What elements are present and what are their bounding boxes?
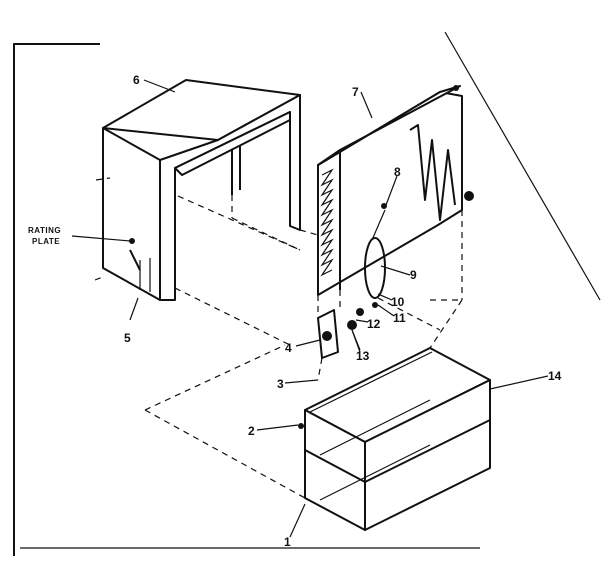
rating-plate-label-line1: RATING	[28, 226, 61, 235]
callout-labels: 6 7 8 9 10 11 12 13 4 3 2 14 1 5 RATING …	[28, 73, 562, 549]
callout-1: 1	[284, 535, 291, 549]
rating-plate-label-line2: PLATE	[32, 237, 60, 246]
callout-8: 8	[394, 165, 401, 179]
alignment-dashes	[94, 177, 463, 499]
coil-fins	[320, 168, 334, 277]
control-parts	[317, 302, 378, 359]
callout-5: 5	[124, 331, 131, 345]
callout-7: 7	[352, 85, 359, 99]
callout-14: 14	[548, 369, 562, 383]
callout-6: 6	[133, 73, 140, 87]
callout-9: 9	[410, 268, 417, 282]
callout-12: 12	[367, 317, 381, 331]
callout-13: 13	[356, 349, 370, 363]
chassis-assembly	[317, 85, 474, 299]
callout-11: 11	[393, 311, 406, 325]
frame-lines	[13, 31, 601, 556]
callout-2: 2	[248, 424, 255, 438]
callout-3: 3	[277, 377, 284, 391]
cabinet-shell	[102, 79, 301, 301]
base-frame	[298, 347, 491, 531]
callout-10: 10	[391, 295, 405, 309]
callout-4: 4	[285, 341, 292, 355]
leader-lines	[71, 79, 549, 538]
